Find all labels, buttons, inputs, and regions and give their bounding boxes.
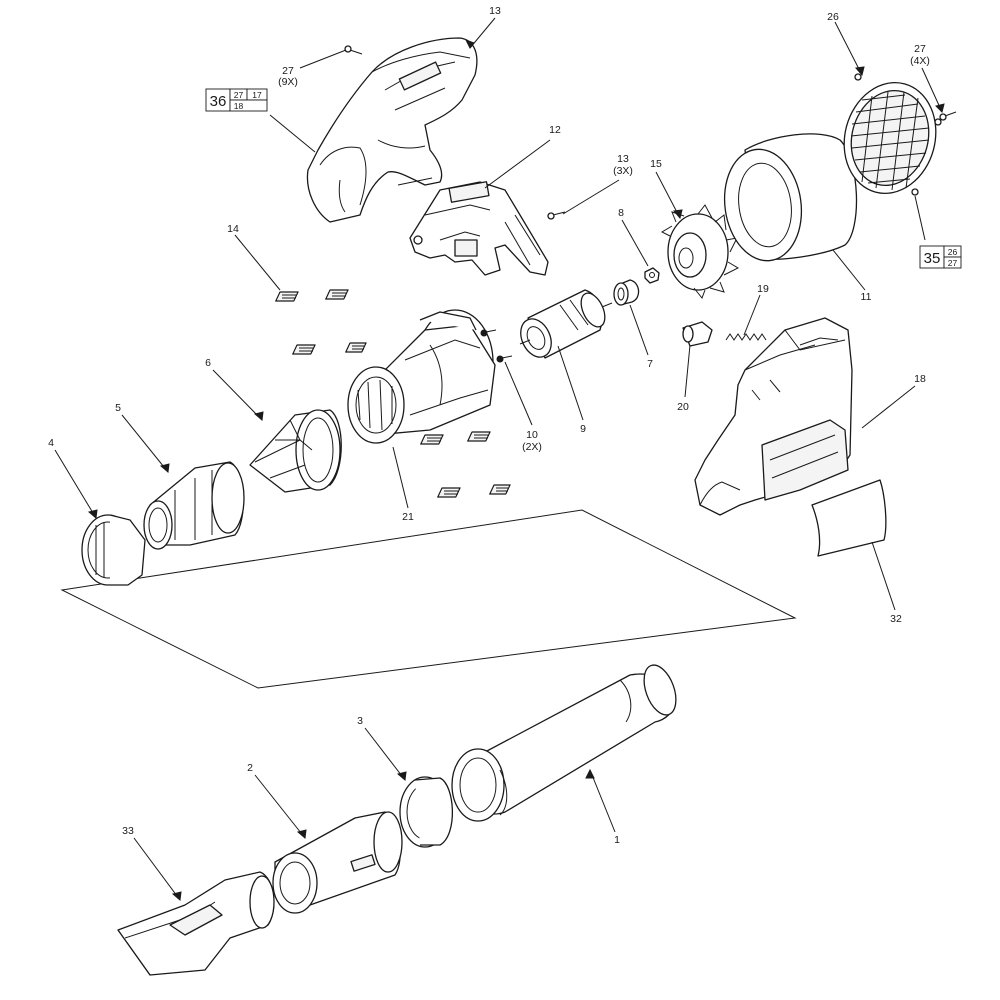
callout-15: 15: [650, 158, 662, 170]
callout-9: 9: [580, 423, 586, 435]
kit-35-box: 35 26 27: [919, 245, 962, 269]
callout-27a-qty: (9X): [278, 76, 298, 88]
callout-14: 14: [227, 223, 239, 235]
leader-lines: [54, 17, 945, 901]
part-1-main-tube: [451, 664, 677, 822]
callout-1: 1: [614, 834, 620, 846]
part-27-screw: [344, 45, 363, 55]
part-5-adapter: [143, 461, 245, 550]
callout-7: 7: [647, 358, 653, 370]
part-10-screws: [480, 329, 513, 363]
callout-13: 13: [617, 153, 629, 165]
part-4-ring: [81, 514, 146, 586]
assembly-group-outline: [60, 509, 797, 689]
part-15-fan: [660, 204, 740, 299]
callout-10: 10: [526, 429, 538, 441]
callout-18: 18: [914, 373, 926, 385]
callout-labels: 13 27 (9X) 12 13 (3X) 15 8 26 27 (4X) 11…: [48, 5, 930, 846]
callout-3: 3: [357, 715, 363, 727]
callout-5: 5: [115, 402, 121, 414]
part-8-nut: [644, 267, 660, 284]
part-3-ring: [399, 776, 454, 848]
part-32-label: [811, 479, 887, 557]
part-26-grille: [843, 73, 942, 196]
callout-26: 26: [827, 11, 839, 23]
callout-4: 4: [48, 437, 54, 449]
callout-27a: 27: [282, 65, 294, 77]
callout-32: 32: [890, 613, 902, 625]
callout-10-qty: (2X): [522, 441, 542, 453]
kit-36-part-c: 18: [234, 101, 244, 111]
part-9-motor: [519, 289, 613, 359]
callout-11: 11: [861, 291, 872, 303]
kit-36-box: 36 27 17 18: [205, 88, 268, 112]
part-20-lock-button: [682, 321, 713, 347]
part-21-motor-housing: [347, 309, 496, 444]
kit-36-number: 36: [210, 93, 227, 110]
part-33-flat-nozzle: [117, 871, 275, 976]
callout-27b: 27: [914, 43, 926, 55]
part-13-screw: [547, 211, 566, 220]
part-27-screw-grille: [939, 111, 957, 121]
kit-35-part-b: 27: [948, 258, 958, 268]
callout-20: 20: [677, 401, 689, 413]
part-7-bearing: [613, 279, 640, 306]
callout-6: 6: [205, 357, 211, 369]
kit-36-part-b: 17: [252, 90, 262, 100]
part-17-handle-housing: [306, 37, 478, 223]
callout-21: 21: [402, 511, 414, 523]
part-14-clips: [275, 289, 511, 498]
kit-35-number: 35: [924, 250, 941, 267]
callout-27b-qty: (4X): [910, 55, 930, 67]
part-19-spring: [725, 333, 767, 341]
callout-17: 13: [489, 5, 501, 17]
kit-36-part-a: 27: [234, 90, 244, 100]
callout-33: 33: [122, 825, 134, 837]
part-2-nozzle-tube: [272, 811, 403, 914]
callout-19: 19: [757, 283, 769, 295]
callout-8: 8: [618, 207, 624, 219]
callout-13-qty: (3X): [613, 165, 633, 177]
callout-12: 12: [549, 124, 561, 136]
part-18-housing: [694, 317, 853, 516]
part-6-fan-cone: [249, 409, 342, 493]
kit-35-part-a: 26: [948, 247, 958, 257]
part-12-switch-assembly: [409, 181, 549, 276]
callout-2: 2: [247, 762, 253, 774]
part-11-filter-sleeve: [723, 133, 858, 262]
